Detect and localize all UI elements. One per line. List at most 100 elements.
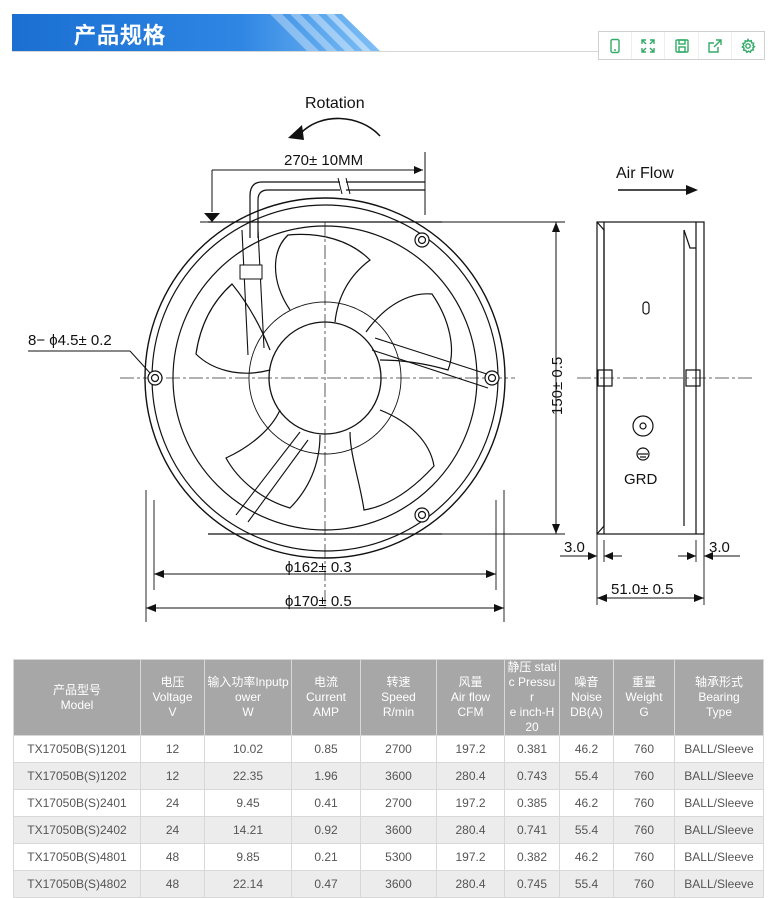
- cell-speed: 2700: [360, 735, 437, 763]
- cell-bearing: BALL/Sleeve: [674, 762, 764, 790]
- cell-speed: 2700: [360, 789, 437, 817]
- cell-voltage: 24: [140, 789, 205, 817]
- cell-pressure: 0.381: [504, 735, 560, 763]
- cell-current: 0.41: [291, 789, 361, 817]
- cell-voltage: 48: [140, 843, 205, 871]
- cell-airflow: 197.2: [436, 843, 505, 871]
- header-banner: [12, 14, 380, 51]
- side-left-dim-label: 3.0: [564, 539, 585, 556]
- cell-weight: 760: [613, 816, 675, 844]
- cell-noise: 55.4: [559, 762, 614, 790]
- cell-noise: 46.2: [559, 735, 614, 763]
- hole-spec-label: 8− ϕ4.5± 0.2: [28, 332, 112, 349]
- settings-icon[interactable]: [730, 32, 764, 59]
- lead-length-label: 270± 10MM: [284, 152, 363, 169]
- cell-bearing: BALL/Sleeve: [674, 735, 764, 763]
- outer-diameter-label: ϕ170± 0.5: [285, 593, 352, 610]
- cell-noise: 46.2: [559, 843, 614, 871]
- section-header: 产品规格: [12, 14, 382, 51]
- expand-icon[interactable]: [631, 32, 664, 59]
- cell-noise: 55.4: [559, 816, 614, 844]
- cell-current: 0.92: [291, 816, 361, 844]
- cell-bearing: BALL/Sleeve: [674, 843, 764, 871]
- cell-current: 0.47: [291, 870, 361, 898]
- cell-pressure: 0.741: [504, 816, 560, 844]
- page-title: 产品规格: [74, 24, 167, 49]
- cell-speed: 3600: [360, 816, 437, 844]
- cell-weight: 760: [613, 870, 675, 898]
- cell-airflow: 197.2: [436, 735, 505, 763]
- cell-current: 1.96: [291, 762, 361, 790]
- cell-power: 22.35: [204, 762, 292, 790]
- height-dim-label: 150± 0.5: [549, 357, 566, 415]
- cell-airflow: 280.4: [436, 762, 505, 790]
- cell-model: TX17050B(S)1202: [13, 762, 141, 790]
- save-icon[interactable]: [664, 32, 697, 59]
- cell-pressure: 0.745: [504, 870, 560, 898]
- share-icon[interactable]: [697, 32, 731, 59]
- depth-dim-label: 51.0± 0.5: [611, 581, 673, 598]
- cell-power: 10.02: [204, 735, 292, 763]
- toolbar: [598, 31, 765, 60]
- cell-voltage: 48: [140, 870, 205, 898]
- cell-weight: 760: [613, 735, 675, 763]
- cell-airflow: 280.4: [436, 870, 505, 898]
- cell-pressure: 0.385: [504, 789, 560, 817]
- cell-voltage: 12: [140, 762, 205, 790]
- cell-power: 14.21: [204, 816, 292, 844]
- cell-model: TX17050B(S)1201: [13, 735, 141, 763]
- cell-noise: 55.4: [559, 870, 614, 898]
- cell-pressure: 0.743: [504, 762, 560, 790]
- cell-power: 9.45: [204, 789, 292, 817]
- cell-airflow: 197.2: [436, 789, 505, 817]
- cell-model: TX17050B(S)2402: [13, 816, 141, 844]
- cell-current: 0.85: [291, 735, 361, 763]
- cell-weight: 760: [613, 762, 675, 790]
- rotation-label: Rotation: [305, 95, 365, 112]
- cell-voltage: 24: [140, 816, 205, 844]
- air-flow-label: Air Flow: [616, 165, 674, 182]
- cell-airflow: 280.4: [436, 816, 505, 844]
- cell-bearing: BALL/Sleeve: [674, 789, 764, 817]
- cell-speed: 5300: [360, 843, 437, 871]
- cell-current: 0.21: [291, 843, 361, 871]
- cell-weight: 760: [613, 789, 675, 817]
- cell-power: 22.14: [204, 870, 292, 898]
- side-right-dim-label: 3.0: [709, 539, 730, 556]
- cell-model: TX17050B(S)4802: [13, 870, 141, 898]
- cell-pressure: 0.382: [504, 843, 560, 871]
- cell-speed: 3600: [360, 870, 437, 898]
- cell-weight: 760: [613, 843, 675, 871]
- cell-model: TX17050B(S)2401: [13, 789, 141, 817]
- fan-technical-drawing: Rotation 270± 10MM: [28, 95, 755, 622]
- mobile-icon[interactable]: [599, 32, 631, 59]
- grd-label: GRD: [624, 471, 658, 488]
- cell-power: 9.85: [204, 843, 292, 871]
- cell-noise: 46.2: [559, 789, 614, 817]
- header-divider: [12, 51, 765, 52]
- cell-speed: 3600: [360, 762, 437, 790]
- cell-bearing: BALL/Sleeve: [674, 816, 764, 844]
- cell-voltage: 12: [140, 735, 205, 763]
- cell-bearing: BALL/Sleeve: [674, 870, 764, 898]
